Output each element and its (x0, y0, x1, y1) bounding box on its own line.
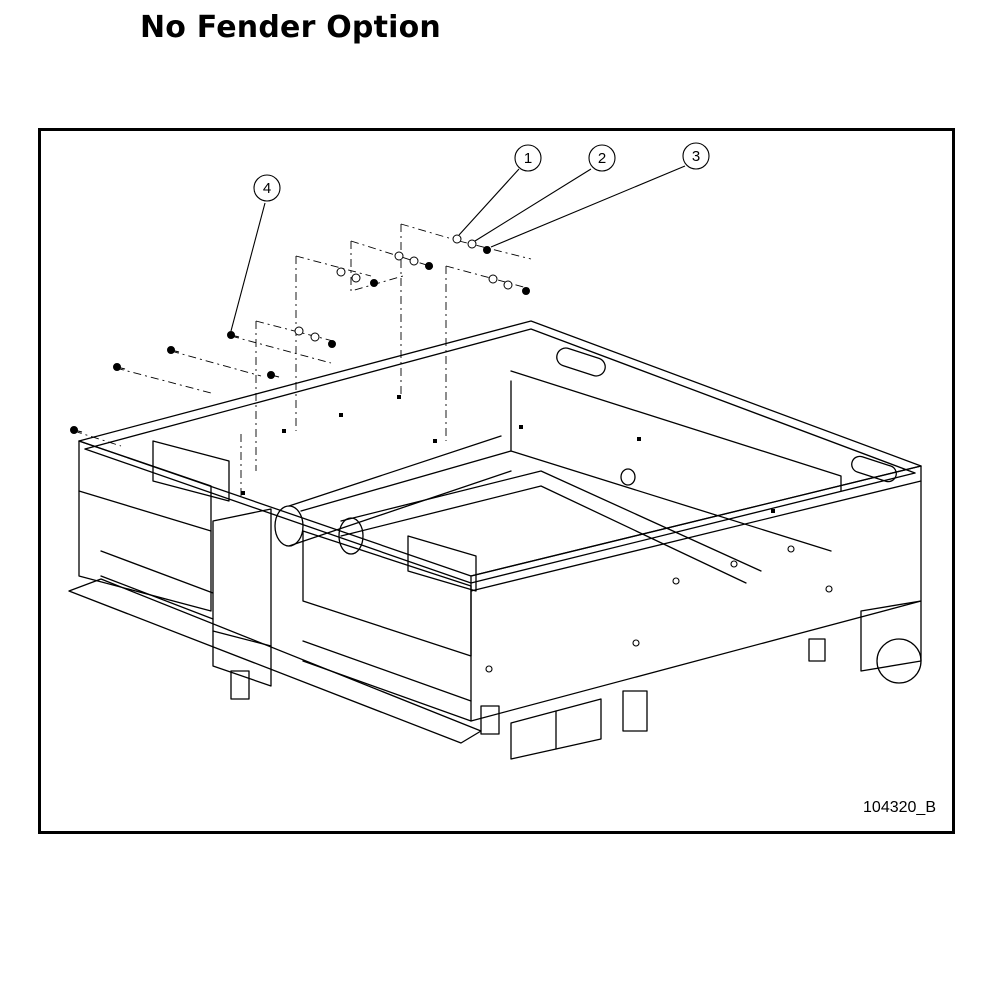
assembly-line (445, 265, 532, 290)
box-back-wall (510, 370, 842, 492)
bolt (167, 346, 180, 354)
handle-slot-right (851, 455, 897, 483)
base-rail-top (100, 550, 214, 594)
bolt (113, 363, 126, 371)
assembly-line (350, 241, 404, 292)
hole (672, 577, 680, 585)
slot (637, 437, 641, 441)
box-front-panel-crease (470, 480, 922, 592)
diagram-frame: 1 2 3 4 104320_B (38, 128, 955, 834)
callout-balloon-1: 1 (514, 144, 542, 172)
under-block-1 (510, 698, 602, 760)
assembly-line (73, 430, 122, 447)
assembly-line (400, 223, 460, 242)
roller-bottom (288, 470, 512, 547)
exploded-assembly-diagram: 1 2 3 4 (68, 142, 922, 760)
lock-washer (503, 280, 513, 290)
callout-label: 3 (692, 148, 700, 165)
under-tab-4 (480, 705, 500, 735)
wheel-clip (876, 638, 922, 684)
base-plate (68, 578, 482, 744)
page-title: No Fender Option (140, 10, 441, 45)
under-tab-1 (622, 690, 648, 732)
box-back-wall-inner (510, 380, 832, 552)
lock-washer (310, 332, 320, 342)
slot (241, 491, 245, 495)
bolt (70, 426, 83, 434)
callout-label: 2 (598, 150, 606, 167)
box-left-top-rim (78, 320, 922, 467)
callout-balloon-3: 3 (682, 142, 710, 170)
callout-leader-3 (490, 165, 686, 248)
callout-balloon-2: 2 (588, 144, 616, 172)
callout-leader-4 (230, 202, 266, 332)
slot (397, 395, 401, 399)
callout-leader-1 (458, 168, 520, 236)
nut (483, 246, 491, 254)
assembly-line (295, 255, 372, 277)
box-left-panel-crease (78, 490, 212, 532)
box-front-top-rim-inner (84, 448, 916, 584)
hole (825, 585, 833, 593)
center-bracket (212, 508, 272, 687)
callout-label: 1 (524, 150, 532, 167)
flat-washer (394, 251, 404, 261)
handle-slot-back (556, 347, 606, 377)
nut (425, 262, 433, 270)
under-tab-3 (230, 670, 250, 700)
assembly-line (350, 240, 437, 269)
flat-washer (294, 326, 304, 336)
slot (339, 413, 343, 417)
callout-label: 4 (263, 180, 271, 197)
under-block-2 (860, 600, 922, 672)
bolt (267, 371, 280, 379)
box-front-panel (470, 465, 922, 722)
box-floor-edge (340, 470, 762, 572)
bolt (227, 331, 240, 339)
roller-end (274, 505, 304, 547)
base-rail-bottom (100, 575, 214, 620)
lock-washer (467, 239, 477, 249)
assembly-line (115, 367, 212, 394)
slot (519, 425, 523, 429)
assembly-line (170, 350, 262, 377)
slot (433, 439, 437, 443)
box-back-wall-floor (300, 450, 512, 512)
slot (282, 429, 286, 433)
flat-washer (488, 274, 498, 284)
flat-washer (452, 234, 462, 244)
callout-leader-2 (474, 168, 592, 242)
slot (771, 509, 775, 513)
hole (632, 639, 640, 647)
inner-divider-panel (152, 440, 230, 502)
roller-end-inner (338, 517, 364, 555)
hole (485, 665, 493, 673)
box-left-top-rim-inner (84, 328, 916, 474)
knob (620, 468, 636, 486)
base-rail-front-top (302, 640, 472, 702)
inner-divider-panel-right (407, 535, 477, 592)
flat-washer (336, 267, 346, 277)
hole (787, 545, 795, 553)
lock-washer (409, 256, 419, 266)
box-left-panel (78, 440, 212, 612)
lock-washer (351, 273, 361, 283)
under-tab-2 (808, 638, 826, 662)
roller-top (288, 435, 502, 507)
drawing-number: 104320_B (863, 799, 936, 816)
front-divider-panel (302, 530, 472, 657)
nut (522, 287, 530, 295)
nut (370, 279, 378, 287)
base-rail-front-bottom (302, 660, 472, 722)
nut (328, 340, 336, 348)
hole (730, 560, 738, 568)
box-floor-edge-front (340, 485, 747, 584)
callout-balloon-4: 4 (253, 174, 281, 202)
